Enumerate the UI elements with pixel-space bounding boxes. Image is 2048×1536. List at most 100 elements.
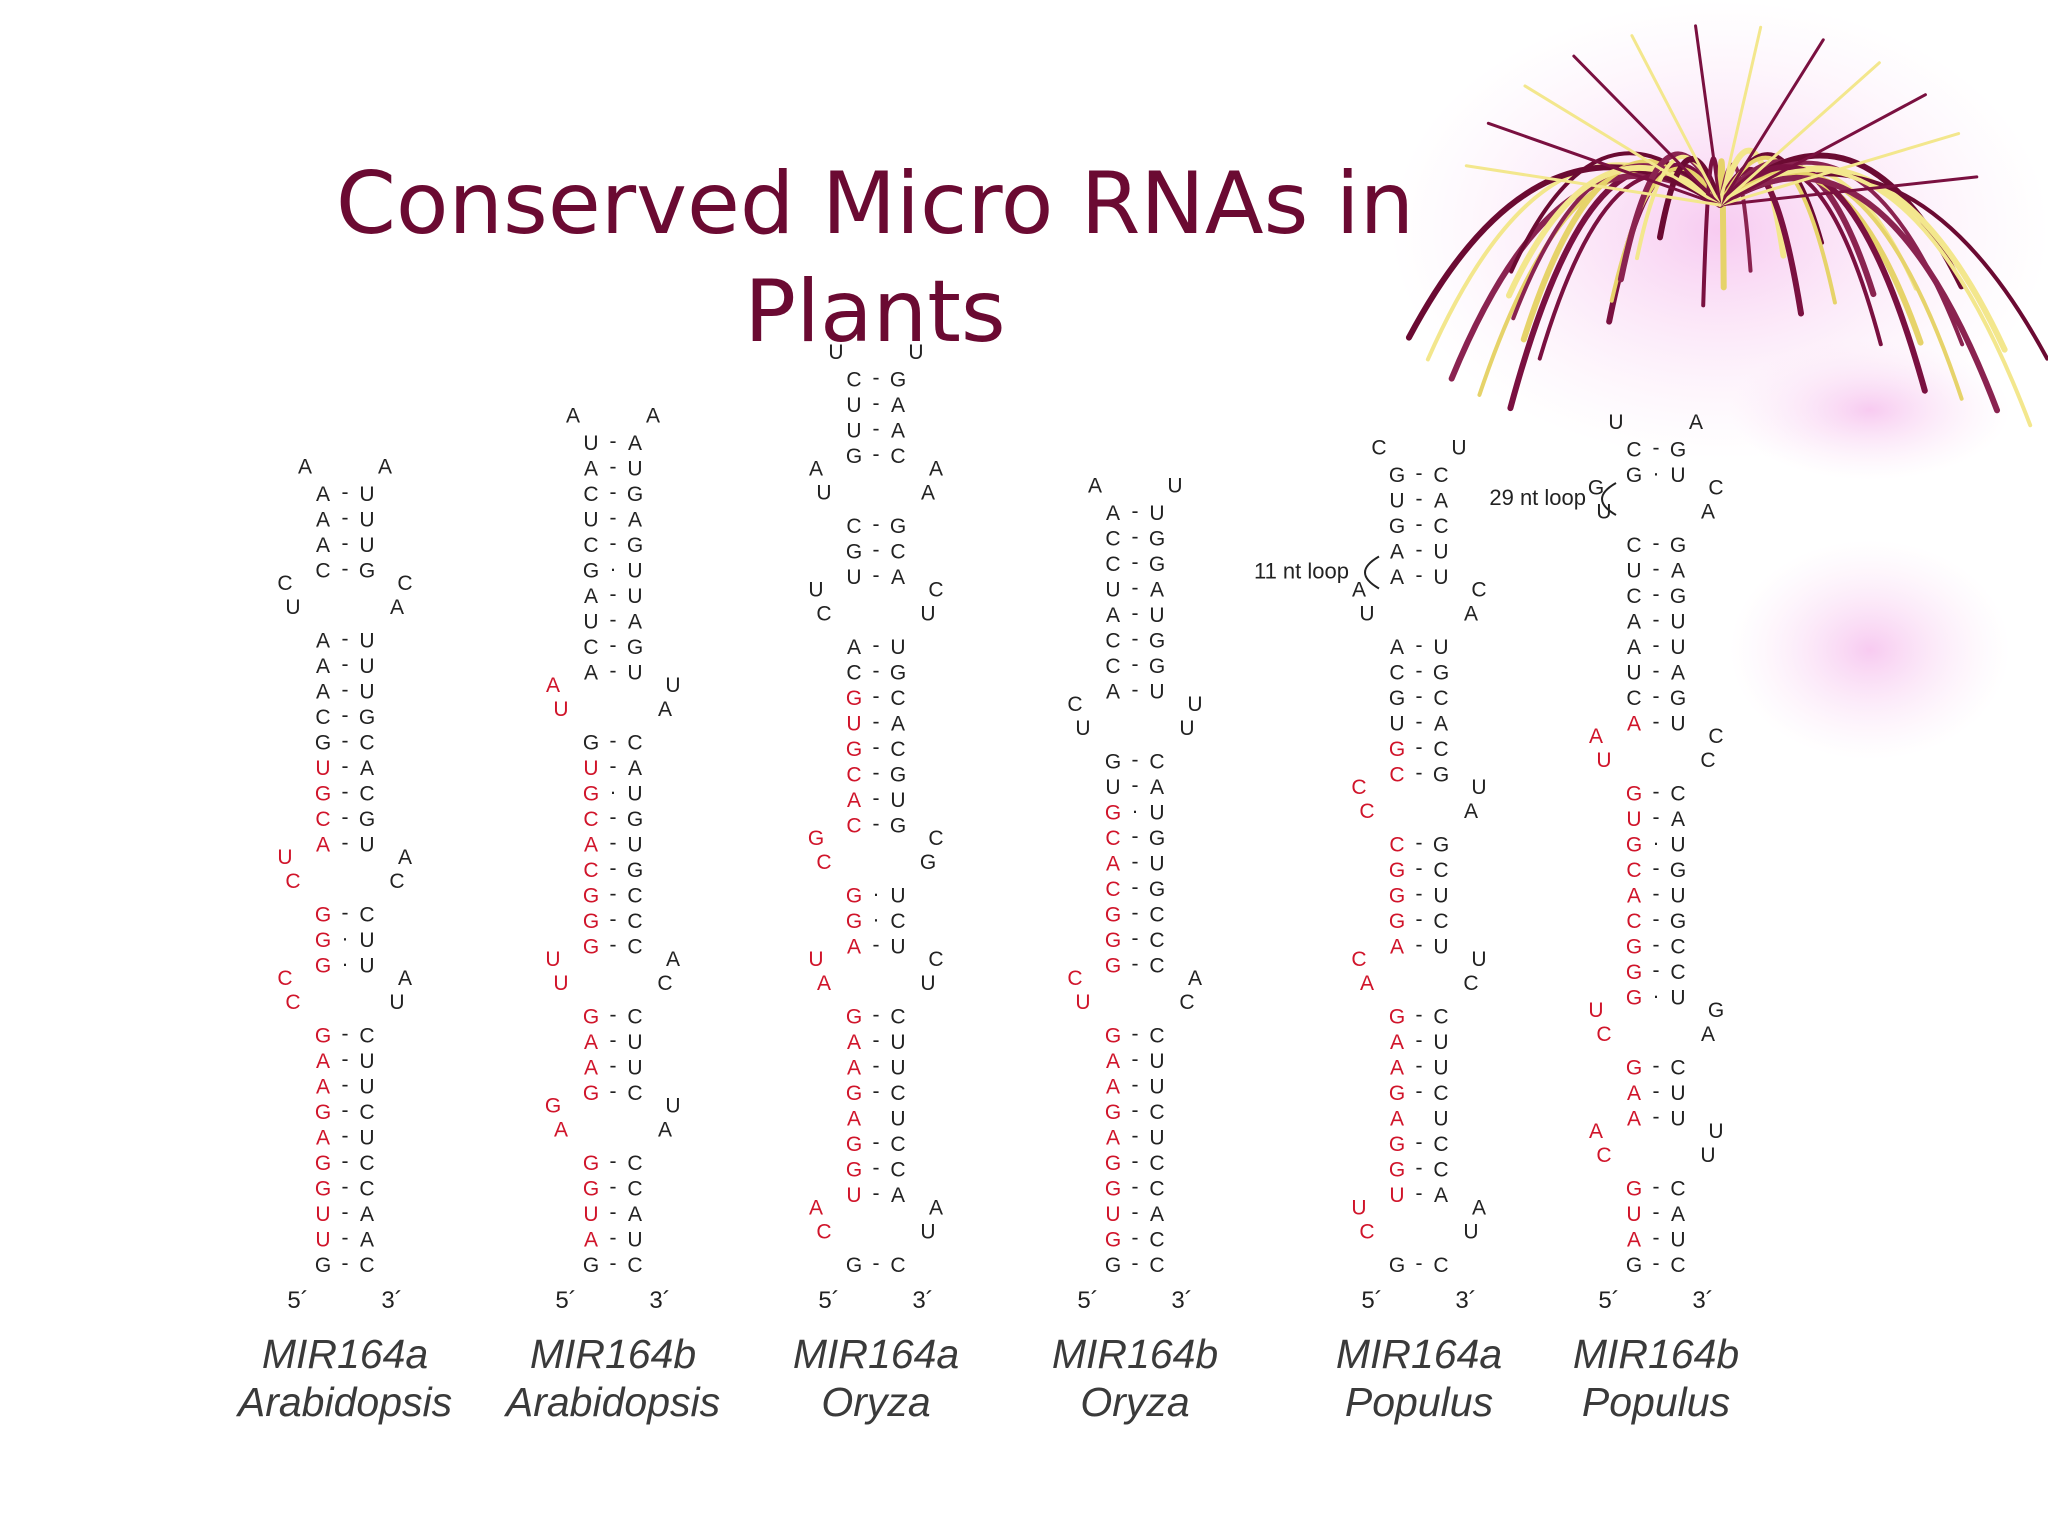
base-3p: U <box>1670 636 1685 659</box>
pair-bond: - <box>1416 857 1423 880</box>
pair-bond: - <box>342 1201 349 1224</box>
base-5p: C <box>583 636 598 659</box>
loop-base: C <box>1371 437 1386 460</box>
pair-bond: - <box>1653 908 1660 931</box>
base-3p: G <box>1670 439 1686 462</box>
unpaired-base-5p: C <box>1067 693 1082 716</box>
base-3p: C <box>890 1006 905 1029</box>
pair-bond: - <box>1653 634 1660 657</box>
base-3p: C <box>359 1025 374 1048</box>
base-3p: A <box>891 566 905 589</box>
base-3p: A <box>891 420 905 443</box>
base-3p: U <box>1149 802 1164 825</box>
pair-bond: - <box>342 730 349 753</box>
pair-bond: - <box>873 1004 880 1027</box>
loop-base: A <box>1088 475 1102 498</box>
species-name: Populus <box>1581 1379 1731 1425</box>
base-5p: U <box>846 420 861 443</box>
base-5p: C <box>846 515 861 538</box>
base-3p: G <box>1149 528 1165 551</box>
unpaired-base-3p: C <box>1463 972 1478 995</box>
base-3p: G <box>359 706 375 729</box>
base-3p: A <box>628 611 642 634</box>
base-5p: G <box>583 560 599 583</box>
base-3p: C <box>627 936 642 959</box>
firework-spark <box>1718 61 1881 207</box>
base-5p: A <box>1106 604 1120 627</box>
base-3p: C <box>1433 687 1448 710</box>
base-5p: G <box>583 732 599 755</box>
unpaired-base-5p: A <box>1352 579 1366 602</box>
base-3p: U <box>1149 1050 1164 1073</box>
base-5p: C <box>1105 528 1120 551</box>
base-3p: C <box>1149 1025 1164 1048</box>
base-5p: G <box>1389 1082 1405 1105</box>
unpaired-base-5p: U <box>285 596 300 619</box>
pair-bond: - <box>1132 927 1139 950</box>
base-5p: A <box>1390 1031 1404 1054</box>
base-5p: A <box>1106 681 1120 704</box>
unpaired-base-3p: C <box>928 827 943 850</box>
base-3p: A <box>1671 662 1685 685</box>
base-5p: G <box>315 732 331 755</box>
base-3p: G <box>359 560 375 583</box>
base-3p: U <box>1670 611 1685 634</box>
base-5p: A <box>1627 636 1641 659</box>
base-5p: A <box>847 1031 861 1054</box>
base-5p: U <box>846 1184 861 1207</box>
loop-base: A <box>646 405 660 428</box>
pair-bond: - <box>610 1004 617 1027</box>
base-5p: A <box>584 1057 598 1080</box>
pair-bond: - <box>342 1023 349 1046</box>
unpaired-base-5p: G <box>545 1095 561 1118</box>
pair-bond: - <box>873 1157 880 1180</box>
pair-bond: - <box>1416 539 1423 562</box>
base-5p: A <box>847 936 861 959</box>
loop-base: A <box>298 456 312 479</box>
loop-base: U <box>908 341 923 364</box>
base-3p: C <box>1670 783 1685 806</box>
five-prime-end: 5´ <box>1077 1287 1098 1314</box>
base-5p: A <box>584 662 598 685</box>
pair-bond: - <box>342 558 349 581</box>
base-3p: C <box>1433 1254 1448 1277</box>
base-3p: U <box>627 458 642 481</box>
base-5p: G <box>1389 464 1405 487</box>
pair-bond: - <box>873 1252 880 1275</box>
pair-bond: - <box>1416 488 1423 511</box>
unpaired-base-5p: U <box>808 579 823 602</box>
pair-bond: · <box>342 927 349 950</box>
base-5p: C <box>846 764 861 787</box>
base-5p: U <box>1105 579 1120 602</box>
base-5p: G <box>1105 1229 1121 1252</box>
base-3p: C <box>1670 1057 1685 1080</box>
unpaired-base-5p: C <box>1351 776 1366 799</box>
base-5p: C <box>1626 534 1641 557</box>
base-5p: A <box>316 655 330 678</box>
pair-bond: - <box>610 857 617 880</box>
pair-bond: - <box>1653 437 1660 460</box>
base-5p: C <box>846 815 861 838</box>
pair-bond: - <box>1132 1252 1139 1275</box>
base-5p: G <box>315 1254 331 1277</box>
pair-bond: - <box>342 1099 349 1122</box>
unpaired-base-3p: U <box>1463 1221 1478 1244</box>
pair-bond: - <box>1653 1055 1660 1078</box>
base-5p: A <box>316 1127 330 1150</box>
base-3p: G <box>627 636 643 659</box>
base-5p: C <box>1105 630 1120 653</box>
base-5p: A <box>316 834 330 857</box>
base-3p: C <box>890 1159 905 1182</box>
pair-bond: - <box>873 736 880 759</box>
base-3p: U <box>1433 541 1448 564</box>
base-5p: A <box>1106 1127 1120 1150</box>
base-3p: G <box>1670 534 1686 557</box>
pair-bond: - <box>1132 602 1139 625</box>
base-3p: C <box>359 904 374 927</box>
unpaired-base-3p: C <box>397 572 412 595</box>
base-3p: C <box>1670 1178 1685 1201</box>
five-prime-end: 5´ <box>1361 1287 1382 1314</box>
base-3p: U <box>1149 502 1164 525</box>
gene-name: MIR164a <box>792 1331 960 1377</box>
